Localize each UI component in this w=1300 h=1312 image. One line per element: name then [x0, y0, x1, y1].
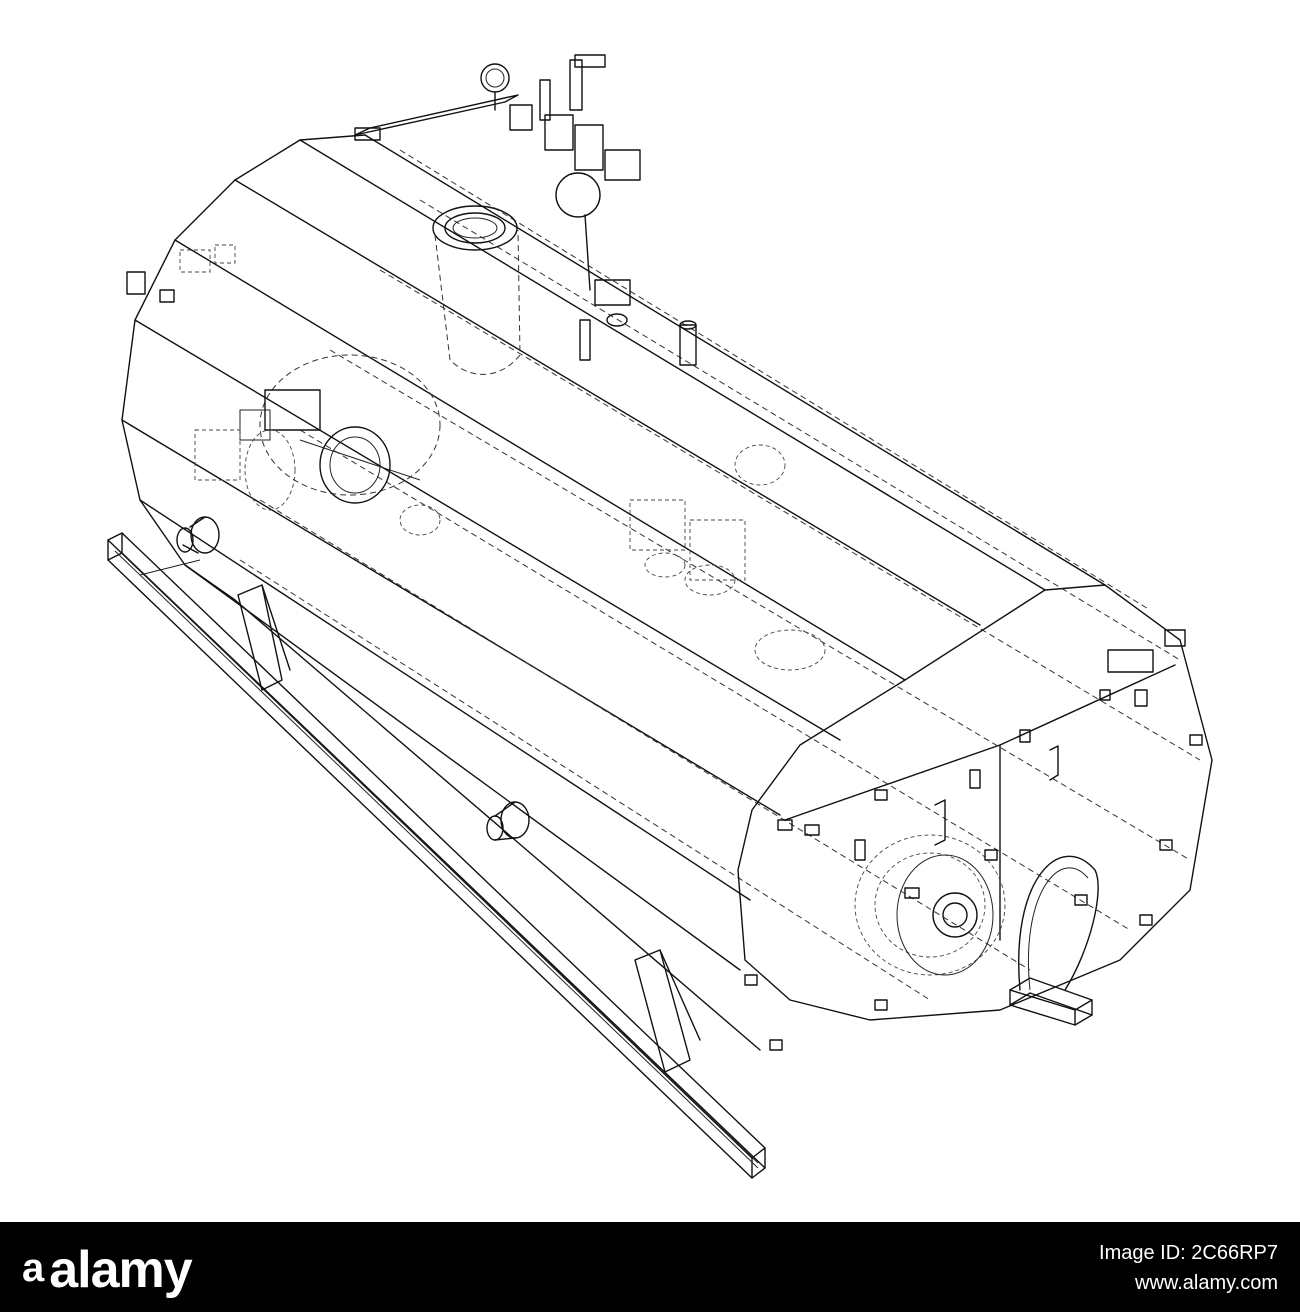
- end-cap-lugs: [744, 629, 1203, 1051]
- right-base-rail: [1009, 977, 1093, 1026]
- image-id-label: Image ID: 2C66RP7: [1099, 1242, 1278, 1264]
- saddle-supports: [237, 584, 701, 1073]
- boiler-shell-lines: [121, 134, 1106, 1051]
- burner-assembly: [194, 354, 826, 671]
- back-lugs: [126, 244, 236, 303]
- boiler-front-end-cap: [737, 584, 1213, 1021]
- hidden-shell-lines: [239, 149, 1201, 1001]
- boiler-wireframe-drawing: [107, 54, 1213, 1179]
- top-manhole: [432, 205, 521, 375]
- left-base-rail: [107, 532, 766, 1179]
- site-url-link[interactable]: www.alamy.com: [1135, 1272, 1278, 1294]
- boiler-back-end-cap: [121, 134, 366, 601]
- top-valve-assembly: [354, 54, 697, 366]
- brand-name: alamy: [49, 1241, 192, 1299]
- alamy-a-logo-icon: a: [22, 1246, 44, 1290]
- side-nozzles: [176, 516, 530, 841]
